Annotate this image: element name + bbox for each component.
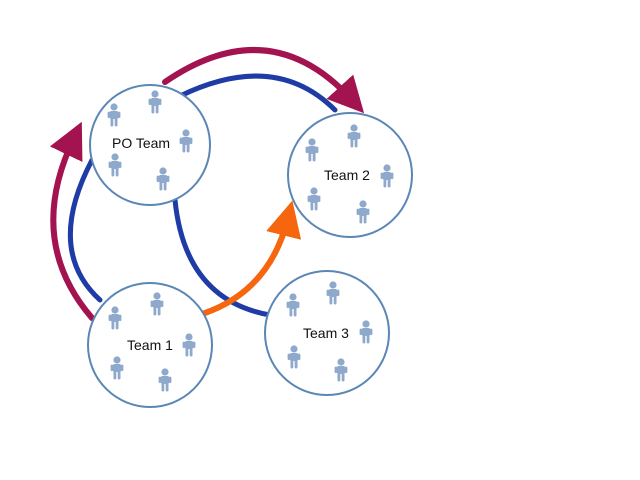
arrows xyxy=(49,47,365,321)
arrow-po-to-team2 xyxy=(162,47,365,114)
team-node-team2: Team 2 xyxy=(287,112,413,238)
blue-links xyxy=(67,73,338,318)
arrow-team1-to-team2 xyxy=(202,200,302,316)
team-node-po: PO Team xyxy=(89,84,211,206)
team-node-team1: Team 1 xyxy=(87,282,213,408)
arrow-team1-to-po xyxy=(49,121,95,321)
team-label: Team 3 xyxy=(303,325,349,341)
team-label: Team 1 xyxy=(127,337,173,353)
team-node-team3: Team 3 xyxy=(264,270,390,396)
team-circle xyxy=(287,112,413,238)
link-po-to-team3 xyxy=(172,197,273,318)
link-po-to-team1 xyxy=(67,157,103,303)
link-po-to-team2 xyxy=(177,73,338,113)
team-label: PO Team xyxy=(112,135,170,151)
team-label: Team 2 xyxy=(324,167,370,183)
